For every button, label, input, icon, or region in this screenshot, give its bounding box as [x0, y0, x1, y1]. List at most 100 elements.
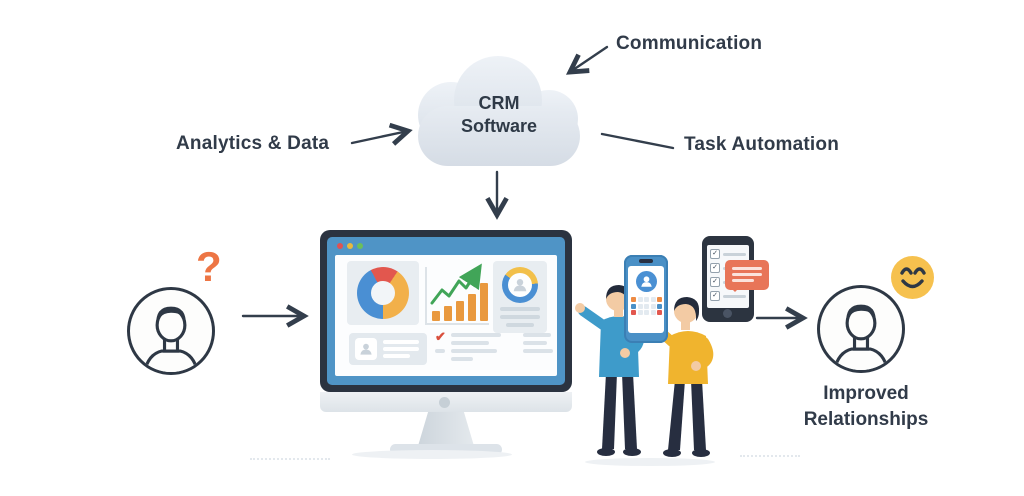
app-grid-cell [657, 303, 662, 309]
customer-avatar-left [127, 287, 215, 375]
checklist-row: ✓ [710, 291, 746, 301]
text-line-placeholder [723, 294, 746, 298]
user-icon [360, 343, 372, 355]
text-line-placeholder [500, 307, 540, 311]
cloud-body [418, 106, 580, 166]
checklist-row: ✓ [710, 249, 746, 259]
text-line-placeholder [451, 341, 489, 345]
user-icon [142, 306, 200, 372]
text-line-placeholder [523, 349, 553, 353]
app-grid-cell [637, 297, 643, 302]
person-blue-figure [575, 285, 645, 456]
text-line-placeholder [523, 341, 547, 345]
monitor-chin [320, 392, 572, 412]
contact-photo [355, 338, 377, 360]
bar [456, 301, 464, 321]
analytics-data-label: Analytics & Data [176, 133, 330, 154]
checkbox-check-icon: ✓ [710, 291, 720, 301]
question-mark-icon: ? [196, 243, 222, 290]
user-icon [832, 304, 890, 370]
text-line-placeholder [383, 347, 419, 351]
improved-label-line1: Improved [823, 383, 909, 404]
app-grid [631, 297, 662, 315]
text-line-placeholder [451, 349, 497, 353]
crm-cloud: CRM Software [418, 56, 580, 166]
text-line-placeholder [523, 333, 551, 337]
contact-card [349, 333, 427, 365]
crm-dashboard-monitor: ✔ [320, 230, 572, 455]
ground-shadow [352, 450, 512, 459]
monitor-button [439, 397, 450, 408]
improved-label-line2: Relationships [803, 409, 929, 430]
app-grid-cell [650, 297, 656, 302]
monitor-bezel: ✔ [327, 237, 565, 385]
trend-line-arrow-icon [430, 263, 482, 305]
bar [432, 311, 440, 321]
red-check-icon: ✔ [435, 329, 446, 344]
bar [468, 294, 476, 321]
bar-chart-bars [432, 283, 488, 321]
app-grid-cell [637, 310, 643, 315]
ground-shadow [585, 458, 715, 466]
donut-chart-card [347, 261, 419, 325]
user-icon [641, 276, 652, 287]
improved-relationships-label: Improved Relationships [776, 381, 956, 433]
checkbox-check-icon: ✓ [710, 263, 720, 273]
monitor-base [390, 444, 502, 455]
bar [480, 283, 488, 321]
dashboard-screen: ✔ [335, 255, 557, 376]
ground-dash [250, 458, 330, 460]
text-line-placeholder [451, 333, 501, 337]
ring-chart-card [493, 261, 547, 333]
communication-label: Communication [616, 33, 763, 54]
customer-avatar-right [817, 285, 905, 373]
analytics-arrow [350, 122, 413, 146]
cloud-label-line1: CRM [478, 93, 520, 113]
text-line-placeholder [732, 273, 762, 276]
text-line-placeholder [383, 354, 410, 358]
app-grid-cell [631, 310, 636, 315]
text-line-placeholder [451, 357, 473, 361]
text-line-placeholder [500, 315, 540, 319]
task-automation-line [600, 132, 675, 150]
bar-chart [425, 263, 489, 325]
cloud-label-line2: Software [460, 116, 538, 136]
phone-screen [628, 266, 664, 333]
text-line-placeholder [723, 252, 746, 256]
crm-mobile-app-phone [624, 255, 668, 343]
phone-home-button [723, 309, 732, 318]
chat-bubble-icon [725, 260, 769, 292]
app-grid-cell [650, 310, 656, 315]
app-grid-cell [650, 303, 656, 309]
window-dot [357, 243, 363, 249]
bar [444, 306, 452, 321]
user-icon [513, 279, 527, 292]
task-list: ✔ [435, 329, 513, 369]
window-dot [347, 243, 353, 249]
text-line-placeholder [732, 279, 754, 282]
text-line-placeholder [435, 349, 445, 353]
donut-chart [357, 267, 409, 319]
task-automation-label: Task Automation [684, 134, 840, 155]
phone-speaker [639, 259, 653, 263]
app-grid-cell [644, 303, 649, 309]
text-line-placeholder [383, 340, 419, 344]
text-line-placeholder [732, 267, 762, 270]
text-line-placeholder [506, 323, 534, 327]
monitor-stand [418, 412, 474, 446]
app-grid-cell [637, 303, 643, 309]
window-dot [337, 243, 343, 249]
person-blue-sweater [573, 283, 665, 461]
app-grid-cell [657, 310, 662, 315]
app-grid-cell [644, 297, 649, 302]
ring-chart [502, 267, 538, 303]
checkbox-check-icon: ✓ [710, 277, 720, 287]
ground-dash [740, 455, 800, 457]
app-grid-cell [657, 297, 662, 302]
notes-list [523, 333, 553, 357]
app-contact-avatar [636, 271, 657, 292]
app-grid-cell [631, 303, 636, 309]
cloud-label: CRM Software [418, 92, 580, 138]
app-grid-cell [631, 297, 636, 302]
